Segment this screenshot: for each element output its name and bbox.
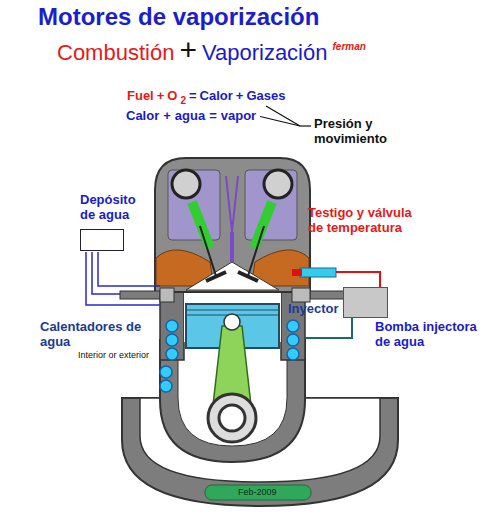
water-pipe: [120, 291, 160, 299]
pump-box: Bomba injectora de agua: [343, 287, 487, 350]
water-line: [86, 252, 160, 305]
pump-line: [305, 318, 352, 338]
equation-operator: +: [236, 89, 244, 104]
text-row: Calor + agua = vapor: [126, 109, 256, 124]
heater-dot: [287, 334, 299, 346]
branch-line: [266, 106, 300, 126]
equation-term: agua: [175, 109, 205, 124]
branch-line: [260, 116, 300, 126]
heater-dot: [166, 348, 178, 360]
combustion-chamber: [186, 262, 279, 290]
piston-ring: [186, 310, 279, 311]
crankshaft-hub: [219, 405, 245, 431]
valve-spring: [254, 202, 272, 248]
injector-fitting: [292, 288, 310, 302]
heater-dot: [287, 320, 299, 332]
subtitle-word: Combustión: [57, 40, 174, 65]
injector-rod: [310, 291, 344, 299]
crankshaft: [208, 394, 256, 442]
spark-lead: [226, 176, 232, 232]
part-note: Interior or exterior: [78, 350, 149, 360]
equation-term: O: [167, 89, 177, 104]
date-stamp: Feb-2009: [238, 487, 277, 497]
subtitle-word: Vaporización: [202, 40, 328, 65]
water-heaters: [160, 320, 299, 392]
equation-term: Calor: [126, 109, 159, 124]
thermometer-tip: [292, 269, 302, 276]
pipe-fitting: [160, 288, 174, 302]
camshaft: [172, 170, 200, 198]
piston-pin: [224, 314, 240, 330]
equation-operator: +: [157, 89, 165, 104]
branch-line: [300, 125, 311, 126]
spark-plug: [230, 232, 234, 262]
heater-dot: [160, 366, 172, 378]
equation-operator: =: [189, 89, 197, 104]
subscript: 2: [180, 95, 186, 107]
heater-dot: [287, 348, 299, 360]
author-signature: ferman: [332, 41, 365, 53]
heater-dot: [160, 380, 172, 392]
equation-term: Fuel: [127, 89, 154, 104]
tank-body: [80, 229, 124, 251]
page-title: Motores de vaporización: [38, 3, 319, 31]
camshaft: [264, 170, 292, 198]
equation-term: vapor: [221, 109, 256, 124]
heater-dot: [166, 320, 178, 332]
part-label: Testigo y válvula de temperatura: [308, 206, 412, 236]
sensor-wire: [336, 272, 380, 287]
cylinder-head: [155, 158, 310, 292]
plus-sign: +: [179, 33, 197, 68]
heater-dot: [166, 334, 178, 346]
part-label: Inyector: [288, 302, 339, 317]
equation-operator: =: [209, 109, 217, 124]
spark-lead: [232, 176, 238, 232]
valve-stem: [200, 226, 216, 276]
result-note: Presión y movimiento: [314, 117, 406, 147]
tank-box: Depósito de agua: [80, 193, 152, 251]
equation-operator: +: [163, 109, 171, 124]
water-line: [92, 252, 120, 294]
node-label: Bomba injectora de agua: [375, 320, 487, 350]
thermometer: [300, 268, 336, 277]
equation-term: Gases: [246, 89, 285, 104]
oil-band: [205, 485, 311, 500]
valve-spring: [192, 202, 210, 248]
valve-stem: [248, 226, 264, 276]
text-row: Combustión+Vaporización ferman: [57, 33, 366, 68]
valve-head: [238, 272, 258, 281]
valve-head: [206, 272, 226, 281]
pump-body: [343, 287, 388, 318]
equation-term: Calor: [200, 89, 233, 104]
text-row: Fuel+O2=Calor+Gases: [127, 89, 285, 104]
node-label: Depósito de agua: [80, 193, 152, 223]
part-label: Calentadores de agua: [40, 320, 156, 350]
water-line: [98, 252, 160, 286]
